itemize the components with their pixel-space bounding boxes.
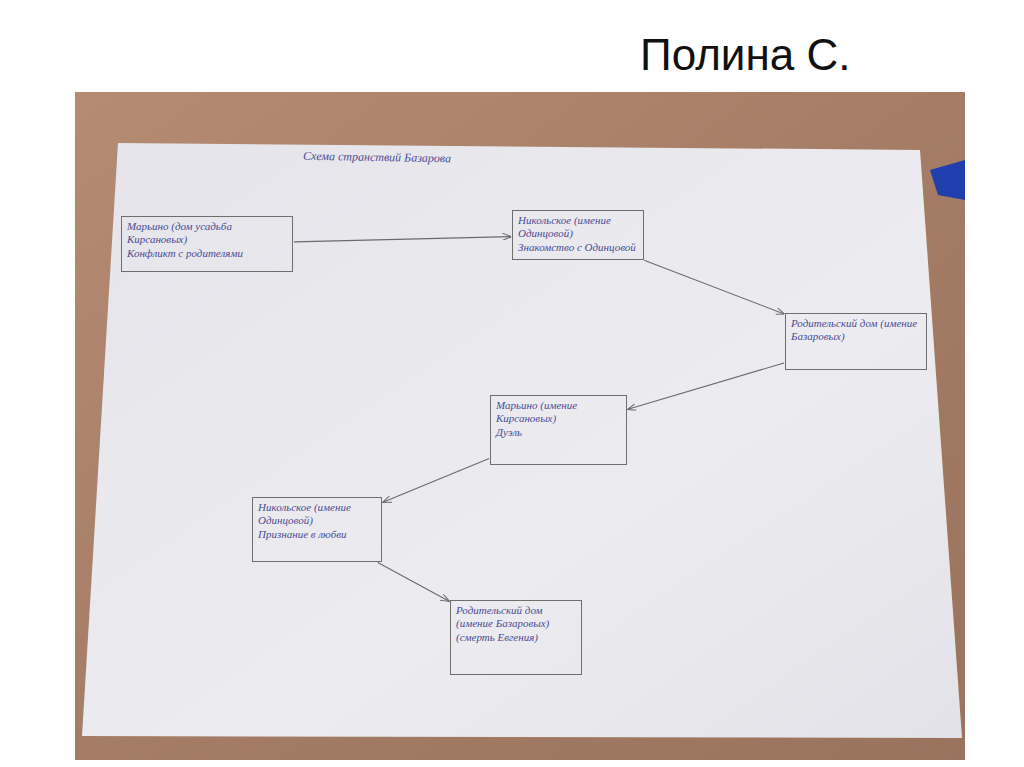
event-text: Знакомство с Одинцовой: [518, 241, 638, 254]
diagram-heading: Схема странствий Базарова: [303, 149, 451, 167]
place-name: Марьино (дом усадьба Кирсановых): [127, 220, 287, 245]
slide-title: Полина С.: [640, 30, 850, 80]
event-text: Дуэль: [496, 426, 621, 439]
place-name: Родительский дом (имение Базаровых): [791, 317, 921, 342]
route-arrow: [383, 459, 489, 503]
place-name: Марьино (имение Кирсановых): [496, 399, 621, 424]
route-arrow: [628, 363, 784, 409]
place-box: Никольское (имение Одинцовой) Знакомство …: [512, 210, 644, 260]
place-box: Марьино (дом усадьба Кирсановых) Конфликт…: [121, 216, 293, 272]
event-text: (смерть Евгения): [456, 631, 576, 644]
route-arrow: [378, 562, 449, 601]
event-text: Конфликт с родителями: [127, 247, 287, 260]
place-box: Родительский дом (имение Базаровых): [785, 313, 927, 370]
place-box: Родительский дом (имение Базаровых) (смер…: [450, 600, 582, 675]
place-name: Никольское (имение Одинцовой): [518, 214, 638, 239]
place-name: Никольское (имение Одинцовой): [258, 501, 376, 526]
paper-sheet: [82, 143, 962, 738]
wooden-table: [75, 92, 965, 760]
route-arrow: [644, 260, 784, 314]
place-name: Родительский дом (имение Базаровых): [456, 604, 576, 629]
place-box: Никольское (имение Одинцовой) Признание в…: [252, 497, 382, 562]
route-arrow: [294, 237, 511, 242]
blue-pen: [930, 160, 965, 200]
event-text: Признание в любви: [258, 528, 376, 541]
place-box: Марьино (имение Кирсановых) Дуэль: [490, 395, 627, 465]
